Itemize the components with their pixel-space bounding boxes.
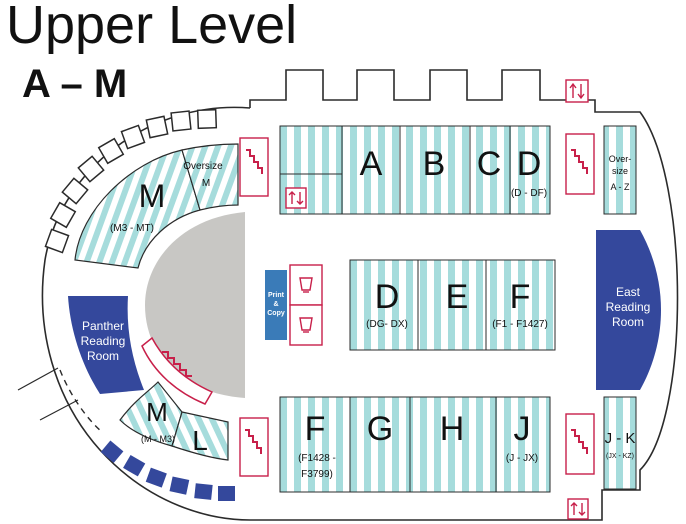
- stack-m-upper-range: (M3 - MT): [110, 223, 154, 234]
- elevator-icon[interactable]: [567, 498, 589, 520]
- stack-bottom-g-letter: G: [367, 410, 393, 448]
- stairs-icon[interactable]: [239, 417, 269, 477]
- stack-middle-f-range: (F1 - F1427): [492, 319, 548, 330]
- stack-top-d-range: (D - DF): [511, 188, 547, 199]
- stack-top-d-letter: D: [517, 145, 542, 183]
- stack-oversize-az[interactable]: [603, 125, 637, 215]
- stack-jk[interactable]: [603, 396, 637, 490]
- stack-bottom-j-range: (J - JX): [506, 453, 538, 464]
- stairs-icon: [162, 351, 192, 377]
- panther-room-label-3: Room: [87, 349, 119, 363]
- stack-top-b-letter: B: [423, 145, 446, 183]
- carrel-row-upper: [44, 108, 218, 254]
- oversize-az-line1: Over-: [609, 154, 632, 164]
- restroom-lower[interactable]: [289, 304, 323, 346]
- entrance-wall: [17, 367, 79, 421]
- stack-middle-d-range: (DG- DX): [366, 319, 408, 330]
- restroom-icon: [299, 277, 313, 333]
- stack-block-top[interactable]: [279, 125, 551, 215]
- stack-oversize-m[interactable]: [181, 143, 239, 211]
- restroom-upper[interactable]: [289, 264, 323, 306]
- stairs-icon[interactable]: [565, 413, 595, 475]
- stack-block-bottom[interactable]: [279, 396, 551, 493]
- print-copy-label-3: Copy: [267, 310, 285, 317]
- print-copy-station[interactable]: [265, 270, 287, 340]
- seat-row-lower: [100, 440, 235, 501]
- rotunda: [145, 212, 245, 398]
- panther-room-label-2: Reading: [81, 334, 126, 348]
- entrance-path: [59, 369, 103, 433]
- stack-jk-range: (JX - KZ): [606, 453, 634, 460]
- stack-block-middle[interactable]: [349, 259, 556, 351]
- oversize-az-line2: size: [612, 166, 628, 176]
- oversize-m-line1: Oversize: [183, 161, 223, 172]
- print-copy-label-1: Print: [268, 292, 285, 299]
- stack-bottom-f-range-1: (F1428 -: [298, 453, 336, 464]
- oversize-az-range: A - Z: [610, 182, 630, 192]
- stack-l-letter: L: [192, 425, 208, 456]
- stack-m-lower-letter: M: [146, 397, 168, 427]
- stack-top-c-letter: C: [477, 145, 502, 183]
- elevator-icon[interactable]: [285, 187, 307, 209]
- east-reading-room[interactable]: [596, 230, 661, 390]
- east-room-label-3: Room: [612, 315, 644, 329]
- stack-top-a-letter: A: [360, 145, 383, 183]
- stack-bottom-f-range-2: F3799): [301, 469, 333, 480]
- oversize-m-line2: M: [202, 178, 210, 189]
- stairs-icon[interactable]: [239, 137, 269, 197]
- stack-jk-letter: J - K: [605, 430, 636, 447]
- call-number-range: A – M: [22, 62, 128, 106]
- stack-l[interactable]: [171, 411, 229, 461]
- panther-reading-room[interactable]: [68, 296, 144, 394]
- stack-m-upper-letter: M: [139, 178, 166, 214]
- stack-bottom-f-letter: F: [305, 410, 326, 448]
- stack-middle-f-letter: F: [510, 278, 531, 316]
- stack-middle-d-letter: D: [375, 278, 400, 316]
- stack-middle-e-letter: E: [446, 278, 469, 316]
- east-room-label-1: East: [616, 285, 641, 299]
- stack-bottom-j-letter: J: [514, 410, 531, 448]
- stack-m-lower-range: (M - M3): [141, 434, 175, 444]
- panther-room-label-1: Panther: [82, 319, 124, 333]
- elevator-icon[interactable]: [565, 79, 589, 103]
- east-room-label-2: Reading: [606, 300, 651, 314]
- floor-title: Upper Level: [6, 0, 298, 55]
- rotunda-stairs[interactable]: [141, 336, 214, 405]
- stack-bottom-h-letter: H: [440, 410, 465, 448]
- stairs-icon[interactable]: [565, 133, 595, 195]
- print-copy-label-2: &: [273, 301, 278, 308]
